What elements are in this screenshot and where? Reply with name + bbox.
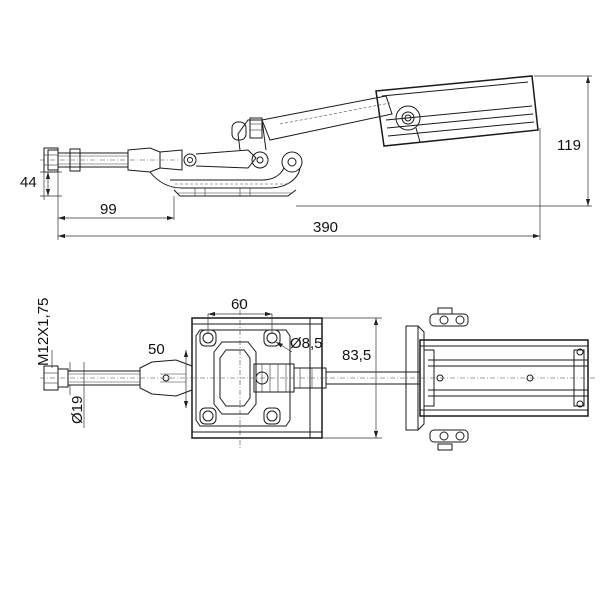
dim-hole: Ø8,5 — [275, 335, 323, 353]
side-base-plate — [173, 188, 297, 197]
dim-60-label: 60 — [231, 296, 248, 313]
dim-83-5: 83,5 — [322, 317, 382, 439]
side-sleeve — [127, 147, 183, 173]
side-link — [195, 149, 257, 169]
dim-44-label: 44 — [20, 174, 37, 191]
dim-390: 390 — [58, 219, 540, 239]
dim-119: 119 — [557, 76, 591, 206]
side-cylinder — [375, 75, 539, 147]
side-body — [149, 167, 301, 189]
dim-dia: Ø19 — [69, 362, 86, 428]
dim-50: 50 — [148, 341, 189, 408]
side-handle-arm — [261, 95, 393, 141]
dim-390-label: 390 — [313, 219, 338, 236]
dim-thread-label: M12X1,75 — [35, 298, 52, 366]
dim-thread: M12X1,75 — [35, 298, 53, 368]
dim-44: 44 — [20, 171, 62, 197]
side-upper-pivot — [231, 117, 263, 141]
side-pivot-front — [183, 153, 197, 167]
dim-119-label: 119 — [557, 137, 581, 154]
top-view: 60 Ø8,5 50 83,5 M12X1,75 Ø19 — [35, 296, 596, 451]
dim-99: 99 — [58, 201, 174, 221]
dim-99-label: 99 — [100, 201, 117, 218]
dim-50-label: 50 — [148, 341, 165, 358]
dim-dia-label: Ø19 — [69, 396, 86, 424]
side-pivot-cluster — [237, 119, 303, 173]
top-clevis-ears — [429, 307, 469, 451]
dim-hole-label: Ø8,5 — [290, 335, 323, 352]
dim-60: 60 — [207, 296, 273, 334]
dim-83-5-label: 83,5 — [342, 347, 371, 364]
side-view: 44 99 390 119 — [20, 75, 592, 240]
